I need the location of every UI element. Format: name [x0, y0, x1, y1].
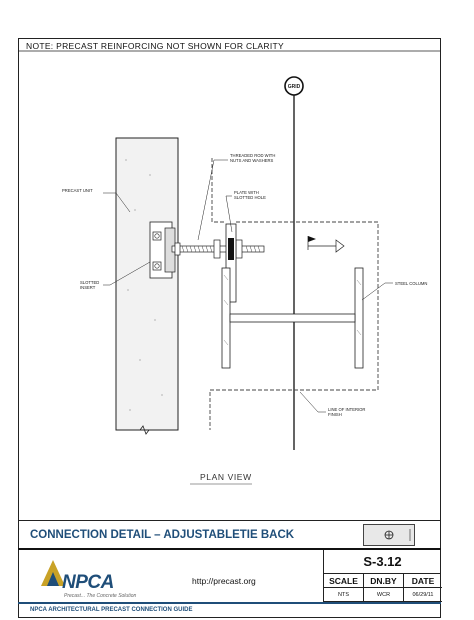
label-precast-unit: PRECAST UNIT [62, 188, 93, 193]
table-header-scale: SCALE [324, 574, 364, 588]
website-link[interactable]: http://precast.org [192, 576, 256, 586]
label-slotted-insert-2: INSERT [80, 285, 96, 290]
detail-thumbnail [363, 524, 415, 546]
rod-threads [181, 245, 261, 253]
break-line [139, 425, 150, 435]
info-table: SCALE DN.BY DATE NTS WCR 06/29/11 [323, 574, 442, 602]
label-slotted-insert-1: SLOTTED [80, 280, 99, 285]
column-hatch [223, 274, 362, 346]
label-plate-1: PLATE WITH [234, 190, 259, 195]
drawing-note: NOTE: PRECAST REINFORCING NOT SHOWN FOR … [26, 41, 284, 51]
table-header-date: DATE [404, 574, 442, 588]
crosshair-icon [384, 529, 411, 541]
slotted-hole [228, 238, 234, 260]
guide-title: NPCA ARCHITECTURAL PRECAST CONNECTION GU… [18, 602, 441, 614]
view-title: PLAN VIEW [200, 472, 252, 482]
title-bar: CONNECTION DETAIL – ADJUSTABLETIE BACK [18, 520, 441, 550]
drawing-sheet-border [18, 38, 441, 618]
plate-with-slotted-hole [225, 223, 237, 303]
label-plate-2: SLOTTED HOLE [234, 195, 266, 200]
detail-title: CONNECTION DETAIL – ADJUSTABLETIE BACK [30, 529, 295, 541]
section-marker [335, 239, 345, 253]
grid-label: GRID [288, 84, 301, 90]
precast-unit [115, 137, 179, 431]
label-interior-finish-1: LINE OF INTERIOR [328, 407, 365, 412]
steel-column [221, 267, 364, 369]
table-value-date: 06/29/11 [404, 588, 442, 602]
table-header-drawn-by: DN.BY [364, 574, 404, 588]
logo-tagline: Precast... The Concrete Solution [64, 593, 137, 599]
label-steel-column: STEEL COLUMN [395, 281, 427, 286]
sheet-number: S-3.12 [323, 550, 441, 574]
label-interior-finish-2: FINISH [328, 412, 342, 417]
table-value-scale: NTS [324, 588, 364, 602]
logo-text: NPCA [62, 572, 114, 593]
leaders [103, 159, 393, 413]
table-value-drawn-by: WCR [364, 588, 404, 602]
npca-logo-mark [41, 560, 65, 586]
label-threaded-rod-1: THREADED ROD WITH [230, 153, 275, 158]
label-threaded-rod-2: NUTS AND WASHERS [230, 158, 274, 163]
interior-finish-line [209, 158, 379, 430]
